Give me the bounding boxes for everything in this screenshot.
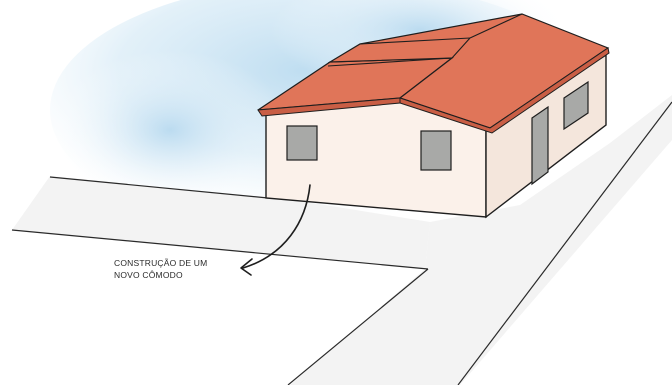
side-door — [532, 107, 548, 184]
window-front-right — [421, 131, 451, 170]
caption-line-2: NOVO CÔMODO — [114, 269, 207, 281]
caption-line-1: CONSTRUÇÃO DE UM — [114, 257, 207, 269]
window-front-left — [287, 126, 317, 160]
caption: CONSTRUÇÃO DE UM NOVO CÔMODO — [114, 257, 207, 281]
